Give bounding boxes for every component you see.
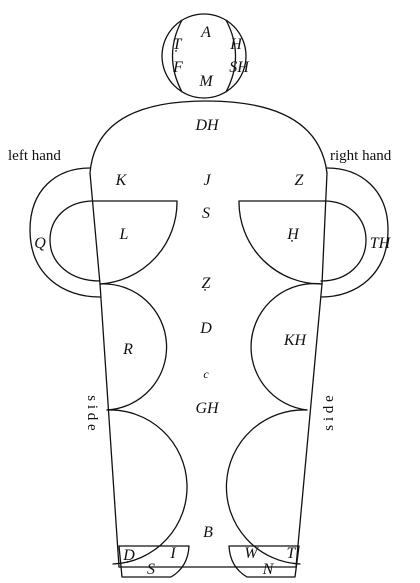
letter-z: Z: [295, 172, 305, 189]
right-arm-letter-th: TH: [370, 235, 392, 252]
head-letter-t-dot: Ṭ: [173, 36, 183, 53]
foot-letter-s: S: [147, 561, 155, 578]
foot-letter-t: T: [287, 545, 297, 562]
letter-l: L: [119, 226, 129, 243]
left-foot: Ḍ S I: [118, 545, 190, 578]
side-lobes: R KH: [99, 282, 323, 565]
foot-letter-d-dot: Ḍ: [122, 547, 135, 564]
torso-letter-dh: DH: [194, 117, 220, 134]
head-letter-f: F: [172, 59, 183, 76]
left-hand-label: left hand: [8, 148, 61, 164]
foot-letter-w: W: [244, 545, 259, 562]
right-side-label: s i d e: [321, 395, 337, 431]
left-arm: Q left hand: [8, 148, 101, 298]
letter-z-dot: Ẓ: [202, 275, 212, 292]
head-letter-h: H: [229, 36, 243, 53]
left-arm-letter-q: Q: [34, 235, 46, 252]
letter-b: B: [203, 524, 213, 541]
right-hand-label: right hand: [330, 148, 392, 164]
letter-d: D: [199, 320, 212, 337]
letter-gh: GH: [195, 400, 220, 417]
right-foot: W N T: [228, 545, 300, 578]
letter-k: K: [115, 172, 128, 189]
left-side-label: s i d e: [84, 395, 100, 431]
foot-letter-i: I: [169, 545, 176, 562]
letter-kh: KH: [283, 332, 308, 349]
letter-s: S: [202, 205, 210, 222]
letter-c: c: [203, 367, 209, 381]
upper-lobes: L Ḥ: [93, 200, 325, 285]
foot-letter-n: N: [262, 561, 275, 578]
right-arm: TH right hand: [320, 148, 392, 298]
letter-h-dot: Ḥ: [286, 226, 300, 243]
head-letter-m: M: [198, 73, 214, 90]
letter-j: J: [203, 172, 211, 189]
letter-r: R: [122, 341, 133, 358]
head-letter-a: A: [200, 24, 211, 41]
center-column: K J Z S Ẓ D c GH B: [115, 172, 305, 541]
head: A Ṭ F H SH M: [161, 13, 250, 99]
head-letter-sh: SH: [229, 59, 250, 76]
